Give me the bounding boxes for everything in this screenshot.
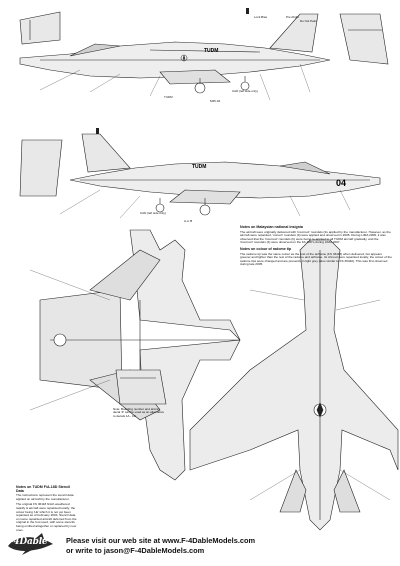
tudm-marking-middle: TUDM [192,164,206,170]
callout-tudm: TUDM [164,95,173,99]
wingtip-inset-left [19,11,61,45]
callout-cad-middle: CAD (left side only) [140,211,166,215]
malaysian-notes-body: The aircraft were originally delivered w… [240,229,391,245]
email-line[interactable]: or write to jason@F-4DableModels.com [66,546,205,555]
callout-do-not-paint: Do Not Paint [300,19,318,23]
tail-inset-left [19,139,63,197]
logo-text: F-4Dable [4,537,48,547]
roundel-star-top [183,55,185,61]
malaysian-notes-heading: Notes on Malaysian national insignia [240,225,303,229]
callout-pre-flight: Pre-Flight [286,15,300,19]
brand-logo-icon [8,533,53,555]
colour-notes-heading: Notes on colour of radome tip [240,246,292,251]
stencil-notes-body2: The original FS 36118 finish weathered r… [16,502,77,532]
plan-view-bottom [189,239,399,531]
stencil-notes-panel: Notes on TUDM F/A-18D Stencil Data The i… [16,485,78,534]
wing-note: Note: Boarding number and aircraft decal… [113,407,165,418]
side-view-left [19,13,331,94]
website-line[interactable]: Please visit our web site at www.F-4Dabl… [66,536,256,545]
colour-notes-body: The radome tip was the same colour as th… [240,251,392,267]
callout-serial: M45-04 [210,99,221,103]
callout-leaders [29,63,391,501]
tail-inset-right [339,13,389,65]
footer: F-4Dable Please visit our web site at ww… [0,530,400,566]
stencil-notes-heading: Notes on TUDM F/A-18D Stencil Data [16,485,71,493]
tail-number-04: 04 [336,178,346,188]
fin-marker [96,8,249,134]
callout-a-or-b: A or B [184,219,193,223]
stencil-notes-body: The instructions represent the stencil d… [16,493,74,501]
side-view-right [69,133,381,216]
wing-detail-inset [115,369,167,405]
callout-lock-bias: Lock Bias [254,15,268,19]
tudm-marking-top: TUDM [204,48,218,54]
callout-cad-top: CAD (left side only) [232,89,258,93]
notes-panel: Notes on Malaysian national insignia The… [240,225,392,270]
